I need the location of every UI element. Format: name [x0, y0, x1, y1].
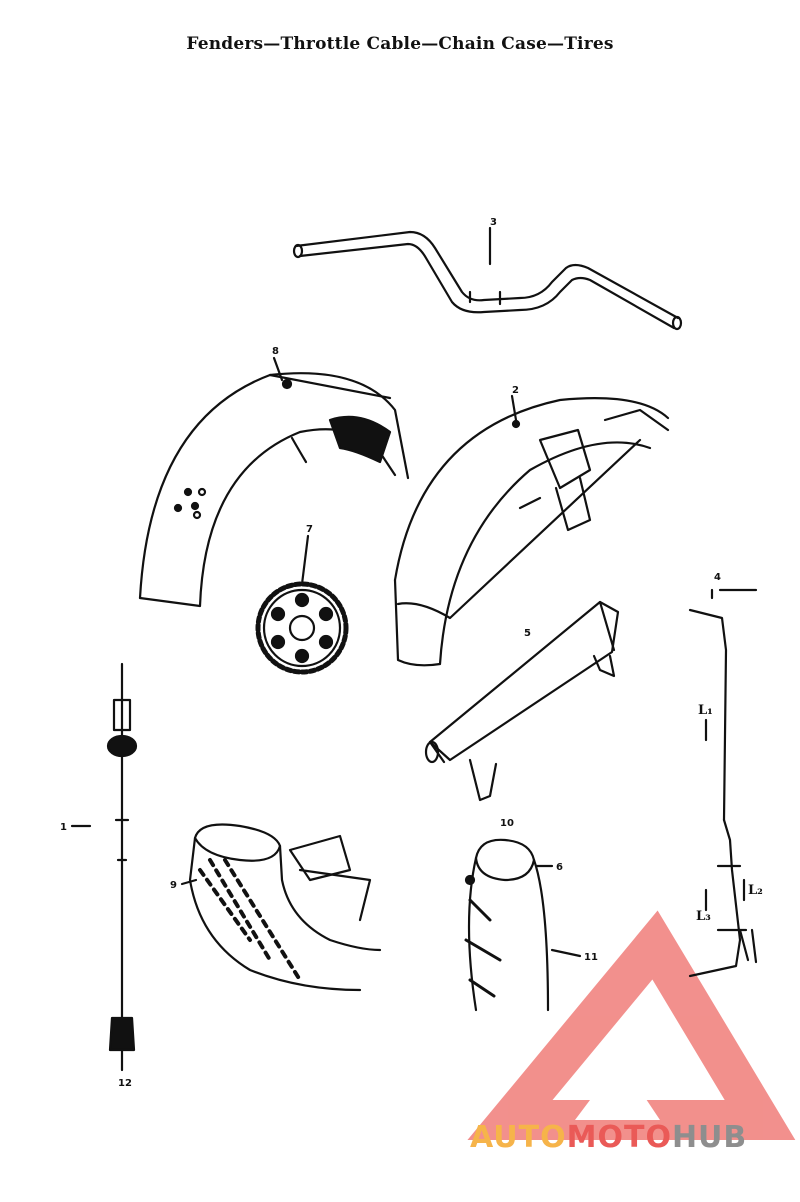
- callout-11: 11: [584, 952, 598, 963]
- callout-4: 4: [714, 572, 721, 583]
- watermark-text: AUTOMOTOHUB: [470, 1120, 800, 1155]
- throttle-cable: [106, 662, 138, 1072]
- watermark-logo: [467, 910, 796, 1140]
- callout-2: 2: [512, 385, 519, 396]
- handlebar: [292, 230, 683, 331]
- callout-7: 7: [306, 524, 313, 535]
- callout-5: 5: [524, 628, 531, 639]
- sprocket: [255, 581, 349, 675]
- dimension-l3: L₃: [696, 909, 711, 924]
- dimension-l1: L₁: [698, 703, 713, 718]
- callout-1: 1: [60, 822, 67, 833]
- callout-10: 10: [500, 818, 514, 829]
- callout-9: 9: [170, 880, 177, 891]
- page-title: Fenders—Throttle Cable—Chain Case—Tires: [186, 34, 614, 54]
- callout-6: 6: [556, 862, 563, 873]
- leader-line-7: [300, 534, 310, 586]
- chain-case: [424, 600, 620, 802]
- front-tire: [188, 823, 382, 992]
- dimension-l2: L₂: [748, 883, 763, 898]
- leader-line-11: [550, 948, 582, 958]
- watermark-hub: HUB: [671, 1120, 748, 1155]
- throttle-cable-assembly: [688, 588, 758, 978]
- watermark-auto: AUTO: [470, 1120, 567, 1155]
- callout-8: 8: [272, 346, 279, 357]
- leader-line-9: [180, 878, 198, 886]
- callout-3: 3: [490, 217, 497, 228]
- leader-line-8: [272, 356, 284, 382]
- rear-tire: [464, 838, 550, 1012]
- watermark-moto: MOTO: [566, 1120, 672, 1155]
- rear-fender: [393, 397, 670, 667]
- leader-line-2: [510, 394, 518, 422]
- front-fender: [138, 372, 410, 608]
- callout-12: 12: [118, 1078, 132, 1089]
